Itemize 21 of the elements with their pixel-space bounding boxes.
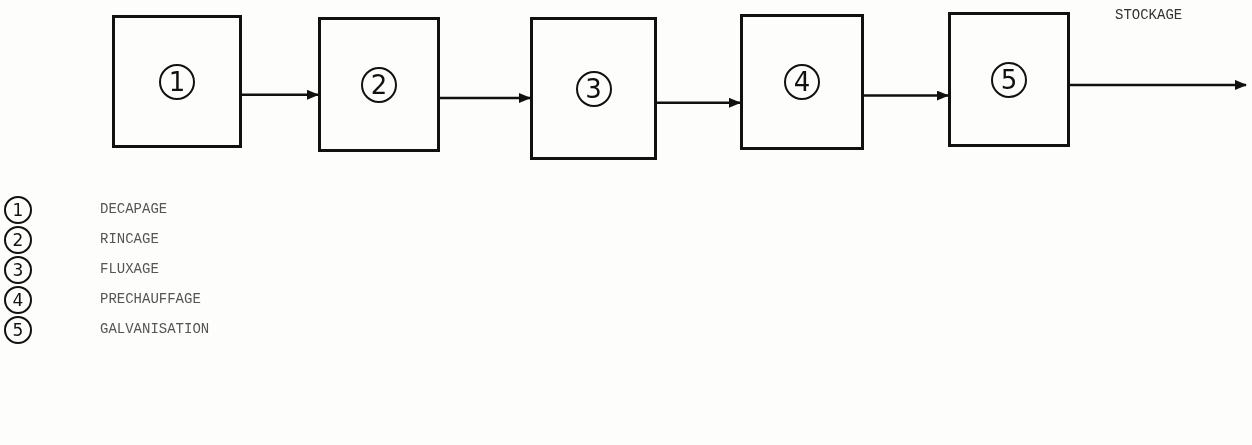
step-number: 5	[991, 61, 1027, 98]
callout-number: 5	[4, 316, 32, 344]
step-number: 2	[361, 66, 397, 103]
callout-number: 1	[4, 196, 32, 224]
process-box	[112, 15, 242, 148]
step-name: PRECHAUFFAGE	[100, 291, 201, 307]
step-number: 3	[575, 70, 612, 107]
callout-number: 2	[4, 226, 32, 254]
process-box	[740, 14, 864, 150]
callout-number: 4	[4, 286, 32, 314]
step-number: 1	[159, 63, 195, 100]
callout-number: 3	[4, 256, 32, 284]
process-box	[318, 17, 440, 152]
step-name: DECAPAGE	[100, 201, 168, 217]
step-name: RINCAGE	[100, 231, 159, 247]
step-name: FLUXAGE	[100, 261, 159, 277]
process-box	[948, 12, 1070, 147]
step-name: GALVANISATION	[100, 321, 210, 337]
process-box	[530, 17, 657, 160]
edge-label: STOCKAGE	[1115, 6, 1183, 23]
step-number: 4	[784, 64, 820, 100]
